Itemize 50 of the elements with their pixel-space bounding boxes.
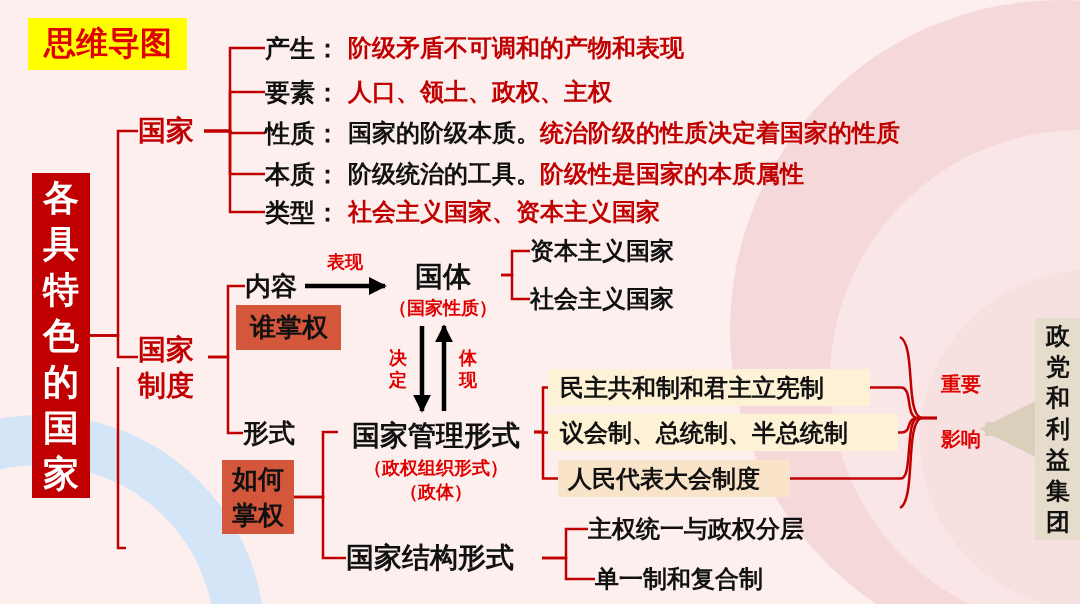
branch-label: 单一制和复合制: [595, 562, 795, 596]
connector-line: [501, 273, 530, 301]
connector-line: [204, 129, 265, 214]
arrow: [305, 277, 387, 295]
brace-label: 重要影响: [937, 357, 985, 467]
branch-label: 国家结构形式: [346, 540, 542, 576]
connector-line: [790, 416, 937, 480]
branch-label: 国家管理形式: [352, 418, 520, 454]
branch-label: 社会主义国家: [530, 282, 700, 316]
arrow: [435, 324, 453, 411]
definition-text: 阶级矛盾不可调和的产物和表现: [348, 33, 684, 64]
connector-line: [294, 495, 346, 560]
vertical-title-box: 各具特色的国家: [32, 173, 90, 498]
arrow: [413, 326, 431, 413]
side-box: 政党和利益集团: [1035, 318, 1080, 540]
term-label: 产生：: [265, 32, 340, 65]
branch-label: 资本主义国家: [530, 234, 700, 268]
arrow: [979, 401, 1036, 457]
highlight-box: 谁掌权: [236, 305, 341, 350]
branch-label: 主权统一与政权分层: [588, 512, 838, 546]
branch-label: 形式: [243, 415, 311, 451]
note-text: （国家性质）: [389, 296, 497, 320]
highlight-box: 人民代表大会制度: [558, 460, 790, 497]
connector-line: [208, 355, 243, 435]
edge-label: 表现: [327, 251, 363, 273]
definition-text: 阶级性是国家的本质属性: [540, 159, 804, 190]
title-box: 思维导图: [28, 18, 187, 70]
edge-label: 体现: [458, 346, 478, 391]
note-text: （政体）: [400, 481, 472, 503]
branch-label: 国家制度: [138, 330, 208, 406]
connector-line: [90, 334, 138, 359]
highlight-box: 民主共和制和君主立宪制: [548, 369, 870, 406]
term-label: 类型：: [265, 196, 340, 229]
highlight-box: 议会制、总统制、半总统制: [548, 414, 898, 451]
connector-line: [542, 556, 595, 581]
connector-line: [534, 430, 558, 480]
definition-text: 国家的阶级本质。: [348, 118, 540, 149]
note-text: （政权组织形式）: [364, 456, 508, 480]
term-label: 要素：: [265, 76, 340, 109]
branch-label: 国家: [138, 112, 204, 150]
definition-text: 社会主义国家、资本主义国家: [348, 197, 660, 228]
term-label: 性质：: [265, 117, 340, 150]
definition-text: 阶级统治的工具。: [348, 159, 540, 190]
branch-label: 内容: [245, 268, 305, 304]
definition-text: 人口、领土、政权、主权: [348, 77, 612, 108]
definition-text: 统治阶级的性质决定着国家的性质: [540, 118, 900, 149]
edge-label: 决定: [388, 346, 408, 391]
branch-label: 国体: [415, 259, 471, 295]
highlight-box: 如何掌权: [222, 460, 294, 534]
term-label: 本质：: [265, 158, 340, 191]
